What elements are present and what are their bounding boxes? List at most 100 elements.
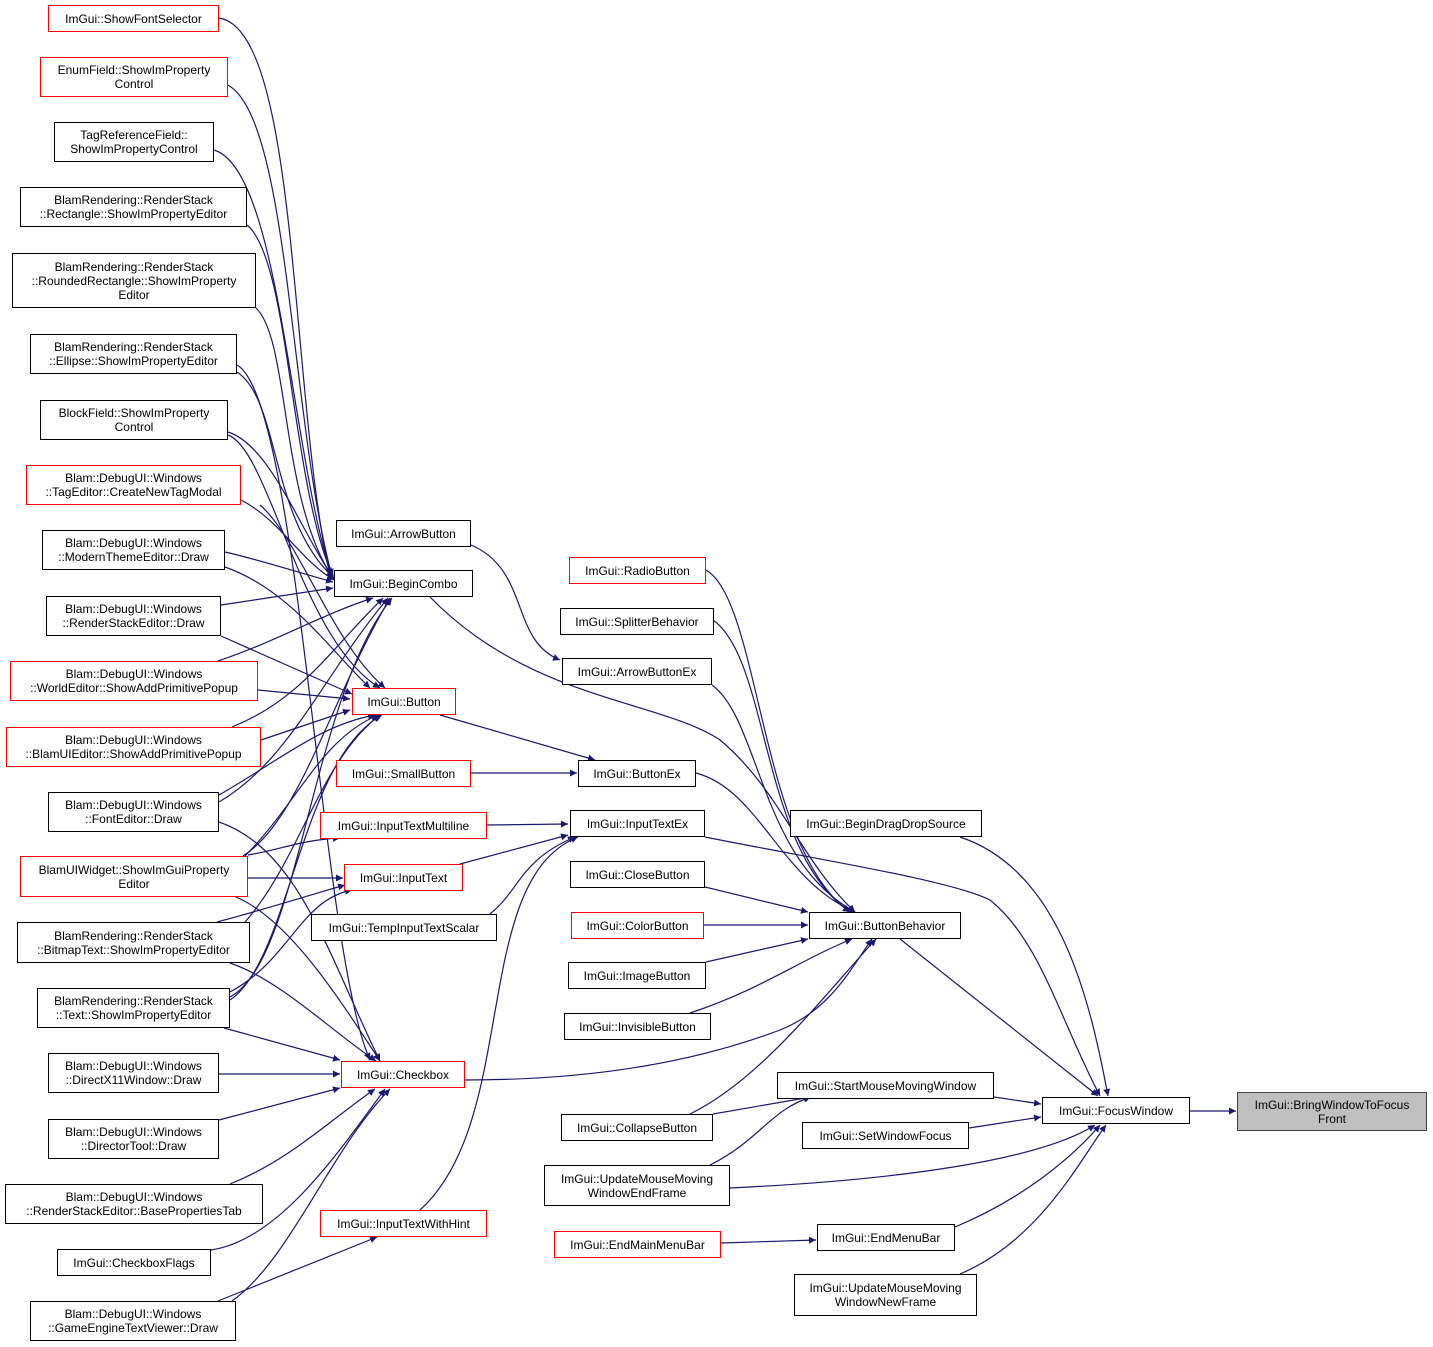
edge-enumfield-to-begincombo <box>227 84 334 577</box>
edge-rectangle-to-begincombo <box>246 224 334 578</box>
edge-begincombo-to-buttonbehavior <box>429 596 856 913</box>
edge-collapsebutton-to-startmousemoving <box>712 1094 812 1115</box>
node-radiobutton[interactable]: ImGui::RadioButton <box>569 557 706 584</box>
edge-roundedrectangle-to-begincombo <box>255 307 334 579</box>
edge-inputtextex-to-focuswindow <box>704 836 1101 1097</box>
edge-blamuiwidget-to-checkbox <box>235 896 381 1062</box>
node-checkboxflags[interactable]: ImGui::CheckboxFlags <box>57 1249 211 1276</box>
node-blockfield[interactable]: BlockField::ShowImProperty Control <box>40 400 228 440</box>
node-setwindowfocus[interactable]: ImGui::SetWindowFocus <box>802 1122 969 1149</box>
node-ellipse[interactable]: BlamRendering::RenderStack ::Ellipse::Sh… <box>30 334 237 374</box>
edge-fonteditor-to-begincombo <box>218 597 389 803</box>
node-blamuieditor[interactable]: Blam::DebugUI::Windows ::BlamUIEditor::S… <box>6 727 261 767</box>
edge-renderstackeditor-to-button <box>220 635 353 695</box>
edge-imagebutton-to-buttonbehavior <box>705 937 809 963</box>
edge-endmenubar-to-focuswindow <box>954 1124 1101 1228</box>
edge-updatemousemovingend-to-startmousemoving <box>709 1095 812 1166</box>
node-updatemousemovingwindownewframe[interactable]: ImGui::UpdateMouseMoving WindowNewFrame <box>794 1274 977 1316</box>
node-showfontselector[interactable]: ImGui::ShowFontSelector <box>48 5 219 32</box>
edge-checkboxflags-to-checkbox <box>210 1088 386 1251</box>
node-renderstackeditor-draw[interactable]: Blam::DebugUI::Windows ::RenderStackEdit… <box>46 596 221 636</box>
node-closebutton[interactable]: ImGui::CloseButton <box>570 861 705 888</box>
edge-inputtext-to-inputtextex <box>459 833 569 865</box>
edge-gameenginetextviewer-to-inputtextwithhint <box>217 1236 378 1302</box>
edge-blamuieditor-to-button <box>260 708 351 741</box>
node-roundedrectangle[interactable]: BlamRendering::RenderStack ::RoundedRect… <box>12 253 256 308</box>
edge-updatemousemovingnew-to-focuswindow <box>959 1124 1107 1275</box>
node-startmousemovingwindow[interactable]: ImGui::StartMouseMovingWindow <box>777 1072 994 1099</box>
edge-closebutton-to-buttonbehavior <box>704 886 809 914</box>
node-buttonex[interactable]: ImGui::ButtonEx <box>578 760 696 787</box>
edge-arrowbutton-to-arrowbuttonex <box>470 544 561 661</box>
node-directortool[interactable]: Blam::DebugUI::Windows ::DirectorTool::D… <box>48 1119 219 1159</box>
node-inputtextmultiline[interactable]: ImGui::InputTextMultiline <box>320 812 487 839</box>
node-colorbutton[interactable]: ImGui::ColorButton <box>571 912 704 939</box>
edge-text-to-checkbox <box>223 1027 341 1062</box>
node-inputtextex[interactable]: ImGui::InputTextEx <box>570 810 705 837</box>
node-buttonbehavior[interactable]: ImGui::ButtonBehavior <box>809 912 961 939</box>
edge-gameenginetextviewer-to-checkbox <box>231 1088 391 1302</box>
node-checkbox[interactable]: ImGui::Checkbox <box>341 1061 465 1088</box>
edge-updatemousemovingend-to-focuswindow <box>729 1124 1096 1189</box>
edge-inputtextwithhint-to-inputtextex <box>419 836 579 1211</box>
edge-text-to-button <box>229 714 383 1001</box>
edge-tempinputtextscalar-to-inputtextex <box>489 836 576 915</box>
node-tagreferencefield[interactable]: TagReferenceField:: ShowImPropertyContro… <box>54 122 214 162</box>
node-endmenubar[interactable]: ImGui::EndMenuBar <box>817 1224 955 1251</box>
node-inputtext[interactable]: ImGui::InputText <box>344 864 463 891</box>
edge-directortool-to-checkbox <box>218 1086 341 1121</box>
node-tempinputtextscalar[interactable]: ImGui::TempInputTextScalar <box>311 914 497 941</box>
node-enumfield[interactable]: EnumField::ShowImProperty Control <box>40 57 228 97</box>
node-rectangle[interactable]: BlamRendering::RenderStack ::Rectangle::… <box>20 187 247 227</box>
edge-worldeditor-to-button <box>257 689 351 702</box>
node-splitterbehavior[interactable]: ImGui::SplitterBehavior <box>560 608 714 635</box>
node-begincombo[interactable]: ImGui::BeginCombo <box>334 570 473 597</box>
edge-begindragdropsource-to-focuswindow <box>959 836 1111 1097</box>
node-invisiblebutton[interactable]: ImGui::InvisibleButton <box>564 1013 711 1040</box>
node-inputtextwithhint[interactable]: ImGui::InputTextWithHint <box>320 1210 487 1237</box>
edge-worldeditor-to-begincombo <box>217 596 374 662</box>
node-worldeditor[interactable]: Blam::DebugUI::Windows ::WorldEditor::Sh… <box>10 661 258 701</box>
edge-bitmaptext-to-button <box>244 714 381 923</box>
edge-radiobutton-to-buttonbehavior <box>705 569 851 913</box>
node-text[interactable]: BlamRendering::RenderStack ::Text::ShowI… <box>37 988 230 1028</box>
edge-modernthemeeditor-to-button <box>224 566 371 689</box>
node-endmainmenubar[interactable]: ImGui::EndMainMenuBar <box>554 1231 721 1258</box>
node-fonteditor[interactable]: Blam::DebugUI::Windows ::FontEditor::Dra… <box>48 792 219 832</box>
edge-splitterbehavior-to-buttonbehavior <box>712 619 851 913</box>
edge-blamuiwidget-to-button <box>244 714 379 857</box>
node-modernthemeeditor[interactable]: Blam::DebugUI::Windows ::ModernThemeEdit… <box>42 530 225 570</box>
edge-ellipse-to-begincombo <box>236 371 335 579</box>
edge-setwindowfocus-to-focuswindow <box>968 1114 1042 1129</box>
edge-collapsebutton-to-buttonbehavior <box>689 938 877 1115</box>
edge-inputtextmultiline-to-inputtextex <box>486 820 569 828</box>
edge-startmousemoving-to-focuswindow <box>993 1096 1042 1107</box>
edge-showfontselector-to-begincombo <box>218 17 332 576</box>
edge-endmainmenubar-to-endmenubar <box>720 1236 817 1244</box>
node-blamuiwidget[interactable]: BlamUIWidget::ShowImGuiProperty Editor <box>20 856 248 897</box>
edge-invisiblebutton-to-buttonbehavior <box>689 938 853 1014</box>
node-focuswindow[interactable]: ImGui::FocusWindow <box>1042 1097 1190 1124</box>
edge-basepropertiestab-to-checkbox <box>229 1088 376 1185</box>
edge-blamuieditor-to-begincombo <box>231 597 384 728</box>
node-bitmaptext[interactable]: BlamRendering::RenderStack ::BitmapText:… <box>17 922 250 963</box>
node-button[interactable]: ImGui::Button <box>352 688 456 715</box>
edge-button-to-buttonex <box>439 714 596 762</box>
node-createnewtagmodal[interactable]: Blam::DebugUI::Windows ::TagEditor::Crea… <box>26 465 241 505</box>
edge-fonteditor-to-button <box>218 712 376 796</box>
edge-createnewtagmodal-to-button <box>259 504 386 689</box>
node-basepropertiestab[interactable]: Blam::DebugUI::Windows ::RenderStackEdit… <box>5 1184 263 1224</box>
node-updatemousemovingwindowendframe[interactable]: ImGui::UpdateMouseMoving WindowEndFrame <box>544 1165 730 1206</box>
node-arrowbutton[interactable]: ImGui::ArrowButton <box>336 520 471 547</box>
node-gameenginetextviewer[interactable]: Blam::DebugUI::Windows ::GameEngineTextV… <box>30 1301 236 1341</box>
edge-blamuiwidget-to-begincombo <box>242 597 391 857</box>
node-arrowbuttonex[interactable]: ImGui::ArrowButtonEx <box>562 658 712 685</box>
node-begindragdropsource[interactable]: ImGui::BeginDragDropSource <box>790 810 982 837</box>
edge-modernthemeeditor-to-begincombo <box>224 551 334 584</box>
node-smallbutton[interactable]: ImGui::SmallButton <box>336 760 471 787</box>
node-imagebutton[interactable]: ImGui::ImageButton <box>568 962 706 989</box>
edge-buttonbehavior-to-focuswindow <box>899 938 1099 1097</box>
node-collapsebutton[interactable]: ImGui::CollapseButton <box>561 1114 713 1141</box>
node-directx11window[interactable]: Blam::DebugUI::Windows ::DirectX11Window… <box>48 1053 219 1093</box>
